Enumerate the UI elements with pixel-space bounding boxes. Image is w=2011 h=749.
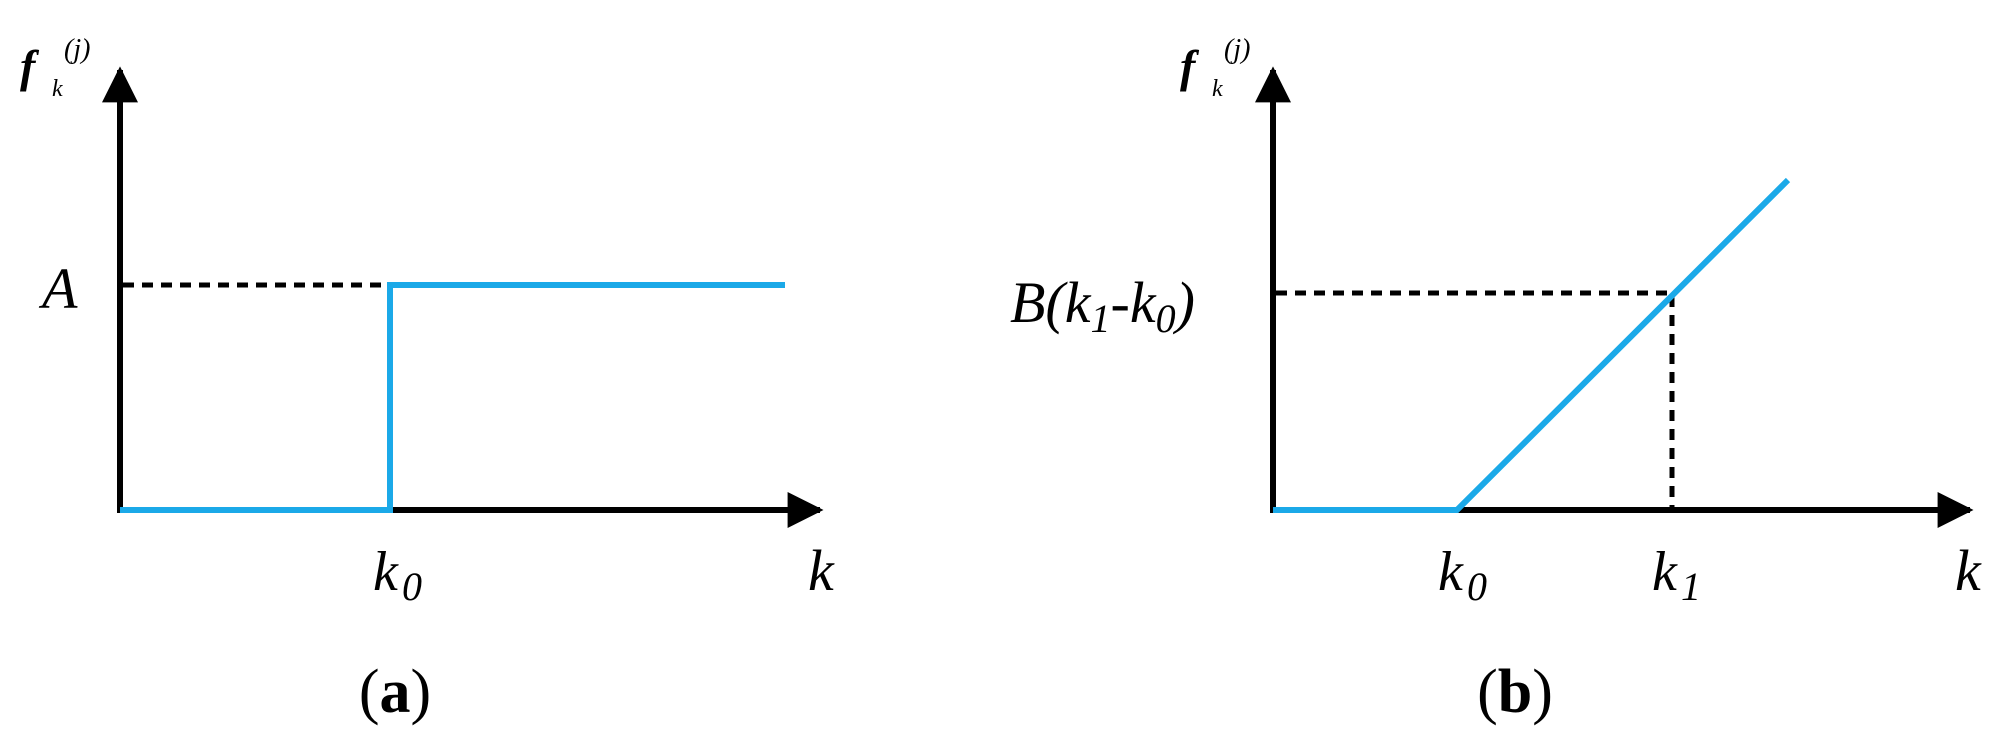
x-axis-label-a: k bbox=[808, 538, 835, 603]
tick-label-k0-b: k bbox=[1438, 541, 1464, 603]
level-label-a: A bbox=[38, 256, 78, 321]
tick-label-k0-sub-b: 0 bbox=[1467, 564, 1487, 609]
panel-b: f k (j) B(k1-k0) k 0 k 1 k (b) bbox=[1010, 34, 1982, 726]
y-axis-label-sub-a: k bbox=[52, 76, 63, 102]
x-axis-label-b: k bbox=[1955, 538, 1982, 603]
panel-a: f k (j) A k 0 k (a) bbox=[20, 34, 835, 726]
tick-label-k1-b: k bbox=[1652, 541, 1678, 603]
tick-label-k0-sub-a: 0 bbox=[402, 564, 422, 609]
tick-label-k1-sub-b: 1 bbox=[1681, 564, 1701, 609]
caption-b: (b) bbox=[1477, 658, 1553, 726]
y-axis-label-sub-b: k bbox=[1212, 76, 1223, 102]
y-axis-label-sup-b: (j) bbox=[1224, 34, 1250, 65]
step-curve-a bbox=[120, 282, 785, 513]
y-axis-label-main-a: f bbox=[20, 41, 40, 92]
level-label-b: B(k1-k0) bbox=[1010, 270, 1195, 341]
y-axis-label-main-b: f bbox=[1180, 41, 1200, 92]
y-axis-label-sup-a: (j) bbox=[64, 34, 90, 65]
tick-label-k0-a: k bbox=[373, 541, 399, 603]
caption-a: (a) bbox=[359, 658, 431, 726]
ramp-curve-b bbox=[1273, 177, 1791, 513]
